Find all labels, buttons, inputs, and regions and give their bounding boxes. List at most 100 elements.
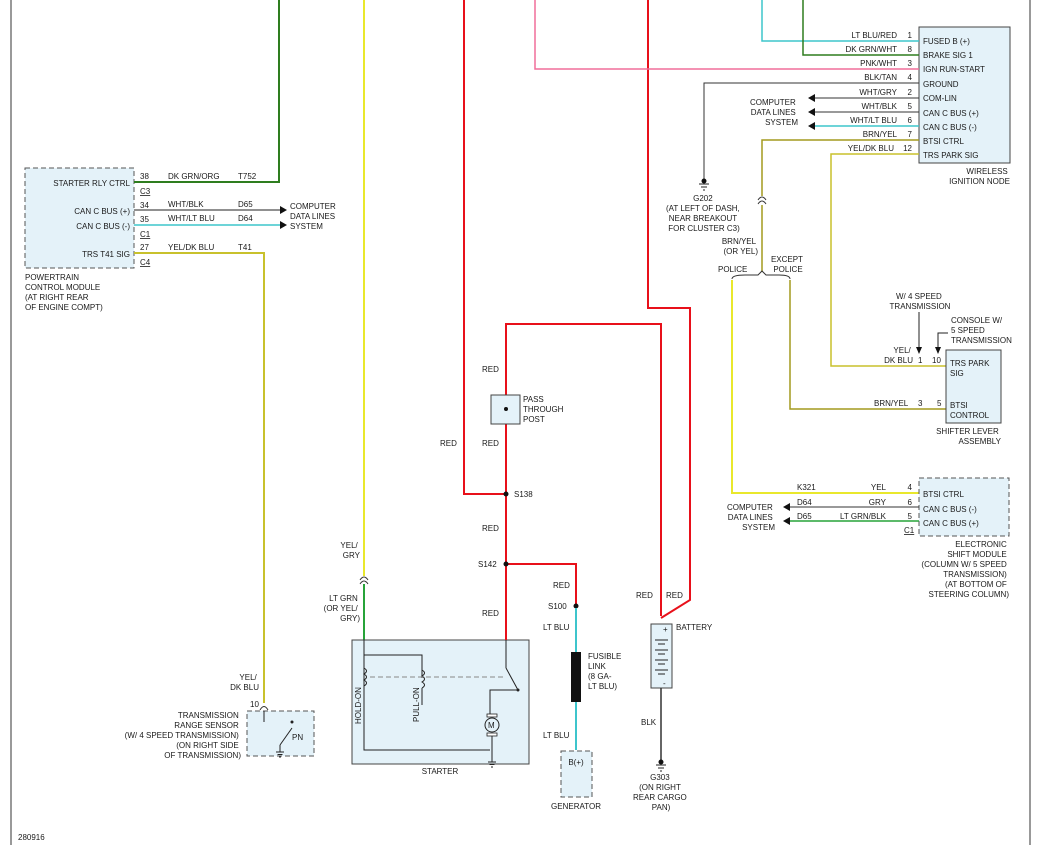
pcm-data-lines: COMPUTER DATA LINES SYSTEM <box>290 202 338 231</box>
generator-box <box>560 750 593 798</box>
shifter-trs-wire-line: DK BLU <box>884 356 913 365</box>
pcm-pin-label: CAN C BUS (-) <box>76 222 130 231</box>
wire-color-label: RED <box>440 439 457 448</box>
arrow-right-icon <box>280 206 287 214</box>
pcm-pin-label: STARTER RLY CTRL <box>53 179 130 188</box>
note-pointer <box>937 332 948 350</box>
wire-color-label: YEL/DK BLU <box>168 243 214 252</box>
win-name-line: IGNITION NODE <box>949 177 1010 186</box>
wire-color-label: WHT/BLK <box>168 200 204 209</box>
wire-color-label: WHT/GRY <box>859 88 897 97</box>
wire-fused-b <box>761 0 919 42</box>
wire-brake-sig <box>802 0 919 56</box>
arrow-right-icon <box>280 221 287 229</box>
splice-s138 <box>503 491 509 497</box>
esm-box <box>918 477 1010 537</box>
starter-hold-coil-wire <box>363 640 490 751</box>
win-box <box>918 26 1011 164</box>
trs-name-line: TRANSMISSION <box>178 711 239 720</box>
arrow-left-icon <box>808 122 815 130</box>
shifter-note-line: TRANSMISSION <box>951 336 1012 345</box>
win-pin-label: IGN RUN-START <box>923 65 985 74</box>
split-wire-label: BRN/YEL (OR YEL) <box>722 237 759 256</box>
circuit-label: D64 <box>797 498 812 507</box>
win-pin-label: BTSI CTRL <box>923 137 964 146</box>
win-pin-number: 8 <box>908 45 913 54</box>
wire-color-label: LT BLU <box>543 623 570 632</box>
pcm-pin-number: 35 <box>140 215 149 224</box>
battery-cells-icon <box>655 639 668 675</box>
win-pin-number: 6 <box>908 116 913 125</box>
trs-name: TRANSMISSION RANGE SENSOR (W/ 4 SPEED TR… <box>125 711 242 760</box>
split-brace-icon <box>731 270 791 280</box>
win-pin-number: 12 <box>903 144 912 153</box>
wire-red-battery-feed <box>647 0 691 619</box>
win-pin-label: FUSED B (+) <box>923 37 970 46</box>
starter-pull-label: PULL-ON <box>412 687 421 722</box>
esm-pin-number: 5 <box>908 512 913 521</box>
win-pin-number: 2 <box>908 88 913 97</box>
post-label-line: THROUGH <box>523 405 564 414</box>
trs-switch-contact <box>290 720 294 724</box>
pcm-name: POWERTRAIN CONTROL MODULE (AT RIGHT REAR… <box>25 273 103 312</box>
shifter-name-line: ASSEMBLY <box>958 437 1001 446</box>
wire-red-s142-feed <box>506 563 577 604</box>
starter-name: STARTER <box>422 767 459 776</box>
shifter-note-line: W/ 4 SPEED <box>896 292 942 301</box>
pcm-pin-label: CAN C BUS (+) <box>74 207 130 216</box>
esm-pin-number: 6 <box>908 498 913 507</box>
wire-color-label: WHT/LT BLU <box>850 116 897 125</box>
motor-brush <box>486 713 498 718</box>
wire-color-label: RED <box>553 581 570 590</box>
wire-color-label: RED <box>482 609 499 618</box>
esm-name-line: ELECTRONIC <box>955 540 1007 549</box>
shifter-trs-label: TRS PARK SIG <box>950 359 992 378</box>
shifter-note-line: CONSOLE W/ <box>951 316 1003 325</box>
shifter-pin-number: 5 <box>937 399 942 408</box>
splice-s142 <box>503 561 509 567</box>
win-pin-number: 7 <box>908 130 913 139</box>
pcm-connector: C1 <box>140 230 151 239</box>
trs-name-line: (W/ 4 SPEED TRANSMISSION) <box>125 731 239 740</box>
wire-color-label: RED <box>666 591 683 600</box>
g303-desc-line: (ON RIGHT <box>639 783 681 792</box>
ground-icon <box>656 764 666 772</box>
starter-wire-top-label: YEL/ GRY <box>340 541 360 560</box>
wire-color-label: YEL/DK BLU <box>848 144 894 153</box>
g202-label: G202 (AT LEFT OF DASH, NEAR BREAKOUT FOR… <box>666 194 742 233</box>
fusible-label-line: FUSIBLE <box>588 652 621 661</box>
starter-wire-bottom-line: GRY) <box>340 614 360 623</box>
post-label-line: POST <box>523 415 545 424</box>
trs-name-line: RANGE SENSOR <box>174 721 239 730</box>
esm-pin-label: CAN C BUS (-) <box>923 505 977 514</box>
starter-wire-top-line: GRY <box>343 551 361 560</box>
starter-wire-bottom-label: LT GRN (OR YEL/ GRY) <box>324 594 361 623</box>
shifter-note-4spd: W/ 4 SPEED TRANSMISSION <box>890 292 951 311</box>
starter-switch-blade <box>505 667 519 691</box>
starter-pull-coil <box>421 669 425 689</box>
win-data-lines: COMPUTER DATA LINES SYSTEM <box>750 98 798 127</box>
arrow-left-icon <box>808 94 815 102</box>
trs-name-line: (ON RIGHT SIDE <box>176 741 239 750</box>
esm-data-lines: COMPUTER DATA LINES SYSTEM <box>727 503 775 532</box>
data-lines-line: COMPUTER <box>727 503 773 512</box>
wire-police-btsi <box>731 280 919 494</box>
pcm-connector: C4 <box>140 258 151 267</box>
wire-color-label: BLK <box>641 718 657 727</box>
fusible-label-line: (8 GA- <box>588 672 612 681</box>
wire-red-post-feed <box>505 323 662 640</box>
diagram-code: 280916 <box>18 833 45 842</box>
shifter-trs-line: TRS PARK <box>950 359 990 368</box>
arrow-left-icon <box>808 108 815 116</box>
circuit-label: D65 <box>797 512 812 521</box>
wire-color-label: PNK/WHT <box>860 59 897 68</box>
trs-wire-line: YEL/ <box>239 673 257 682</box>
esm-pin-label: BTSI CTRL <box>923 490 964 499</box>
arrow-left-icon <box>783 503 790 511</box>
circuit-label: K321 <box>797 483 816 492</box>
win-name: WIRELESS IGNITION NODE <box>949 167 1010 186</box>
splice-label: S100 <box>548 602 567 611</box>
circuit-label: T752 <box>238 172 257 181</box>
data-lines-line: COMPUTER <box>290 202 336 211</box>
